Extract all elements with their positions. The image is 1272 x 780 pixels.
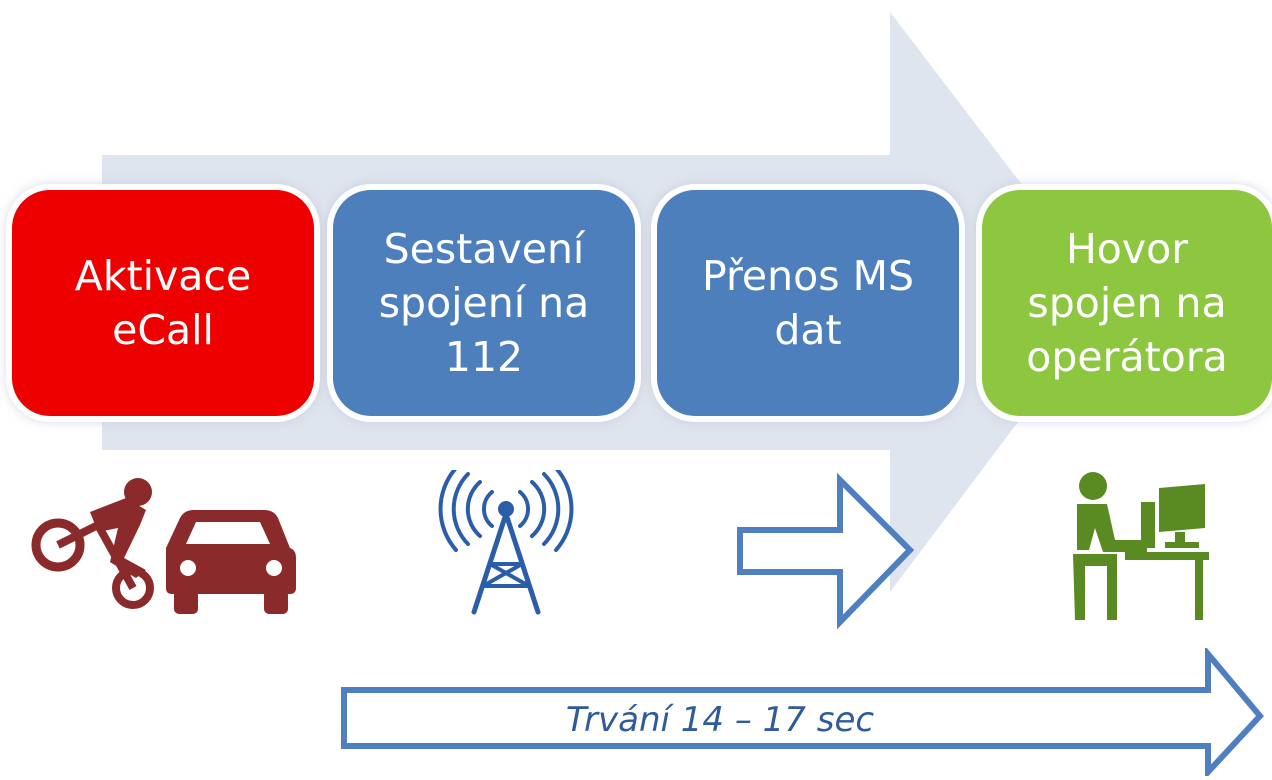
step-connection-label: Sestavení spojení na 112 [378,225,590,381]
step-activation-label: Aktivace eCall [74,252,252,354]
step-operator-label: Hovor spojen na operátora [1026,225,1228,381]
step-activation: Aktivace eCall [12,190,314,416]
step-transfer-label: Přenos MS dat [701,252,915,354]
duration-arrow [341,648,1265,776]
duration-label: Trvání 14 – 17 sec [345,692,1245,748]
step-operator: Hovor spojen na operátora [982,190,1272,416]
arrow-right-icon [737,472,915,630]
crash-icon [31,478,296,614]
duration-text: Trvání 14 – 17 sec [565,700,875,740]
radio-tower-icon [438,470,574,615]
operator-at-computer-icon [1073,472,1209,620]
step-ms-data-transfer: Přenos MS dat [657,190,959,416]
step-connection-112: Sestavení spojení na 112 [333,190,635,416]
